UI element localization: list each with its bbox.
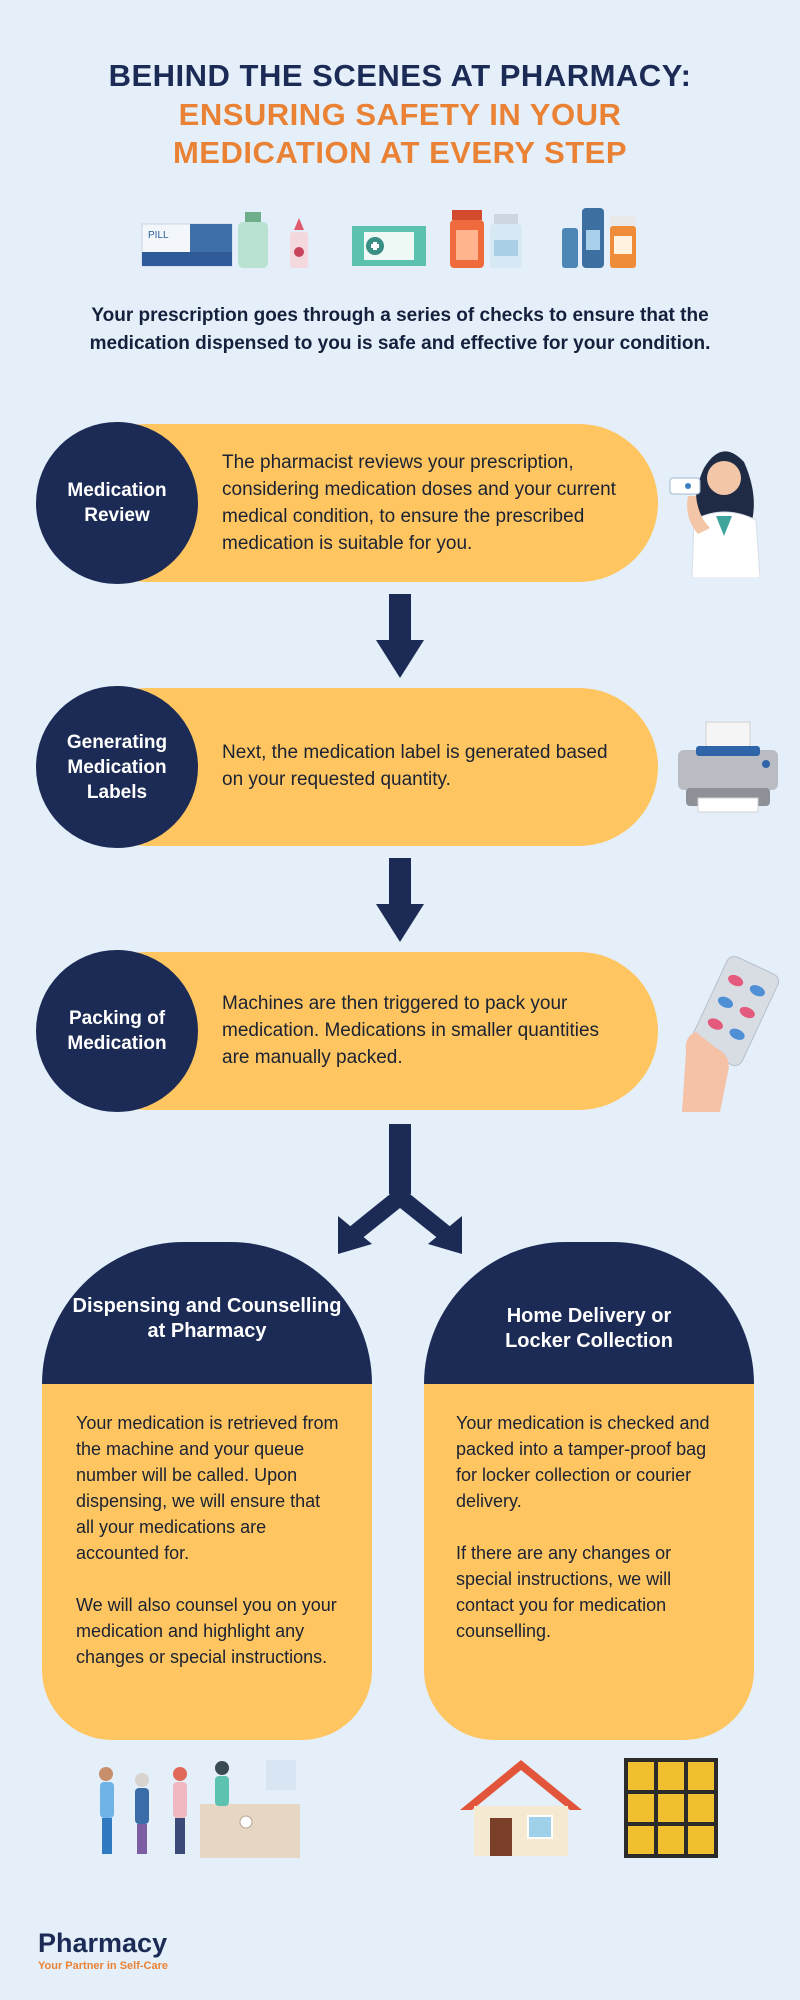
printer-icon bbox=[678, 721, 778, 813]
intro-text: Your prescription goes through a series … bbox=[89, 305, 711, 354]
card-paragraph: We will also counsel you on your medicat… bbox=[76, 1595, 337, 1667]
pill-box-icon: PILL bbox=[141, 223, 233, 267]
pill-jar-icon bbox=[450, 210, 484, 268]
step-circle-medication-review: Medication Review bbox=[36, 422, 198, 584]
card-paragraph: Your medication is retrieved from the ma… bbox=[76, 1413, 339, 1563]
blister-pack-icon bbox=[682, 956, 780, 1112]
card-paragraph: Your medication is checked and packed in… bbox=[456, 1413, 710, 1511]
medications-illustration: PILL bbox=[141, 208, 636, 268]
vial-icon bbox=[490, 214, 522, 268]
first-aid-box-icon bbox=[352, 226, 426, 266]
branch-arrow bbox=[338, 1124, 462, 1254]
step-title: Packing of Medication bbox=[67, 1008, 167, 1054]
card-body-dispensing: Your medication is retrieved from the ma… bbox=[42, 1384, 372, 1740]
bottle-icon bbox=[238, 212, 268, 268]
step-circle-packing: Packing of Medication bbox=[36, 950, 198, 1112]
card-header-dispensing: Dispensing and Counselling at Pharmacy bbox=[42, 1242, 372, 1384]
step-text-generating-labels: Next, the medication label is generated … bbox=[222, 742, 608, 790]
page-title-subtitle: ENSURING SAFETY IN YOUR MEDICATION AT EV… bbox=[0, 96, 800, 172]
card-title-delivery: Home Delivery or Locker Collection bbox=[505, 1305, 673, 1352]
page-title-line2: ENSURING SAFETY IN YOUR bbox=[178, 97, 622, 132]
card-paragraph: If there are any changes or special inst… bbox=[456, 1543, 672, 1641]
page-title-line1: BEHIND THE SCENES AT PHARMACY: bbox=[108, 58, 692, 93]
step-text-medication-review: The pharmacist reviews your prescription… bbox=[222, 452, 616, 554]
brand-tagline: Your Partner in Self-Care bbox=[38, 1960, 168, 1972]
bottles-group-icon bbox=[562, 208, 636, 268]
pharmacist-illustration bbox=[669, 451, 761, 578]
house-icon bbox=[460, 1760, 582, 1856]
card-title-dispensing: Dispensing and Counselling at Pharmacy bbox=[72, 1295, 342, 1342]
arrow-down-1 bbox=[376, 594, 424, 678]
card-body-delivery: Your medication is checked and packed in… bbox=[424, 1384, 754, 1740]
card-header-delivery: Home Delivery or Locker Collection bbox=[424, 1242, 754, 1384]
step-title: Medication Review bbox=[67, 480, 167, 526]
eye-drops-icon bbox=[290, 218, 308, 268]
step-title: Generating Medication Labels bbox=[66, 731, 168, 803]
pharmacy-counter-illustration bbox=[99, 1760, 300, 1858]
brand-logo: Pharmacy bbox=[38, 1928, 168, 1958]
step-circle-generating-labels: Generating Medication Labels bbox=[36, 686, 198, 848]
arrow-down-2 bbox=[376, 858, 424, 942]
locker-icon bbox=[624, 1758, 718, 1858]
page-title-line3: MEDICATION AT EVERY STEP bbox=[172, 135, 628, 170]
step-text-packing: Machines are then triggered to pack your… bbox=[222, 993, 600, 1068]
pill-box-label: PILL bbox=[148, 230, 169, 241]
